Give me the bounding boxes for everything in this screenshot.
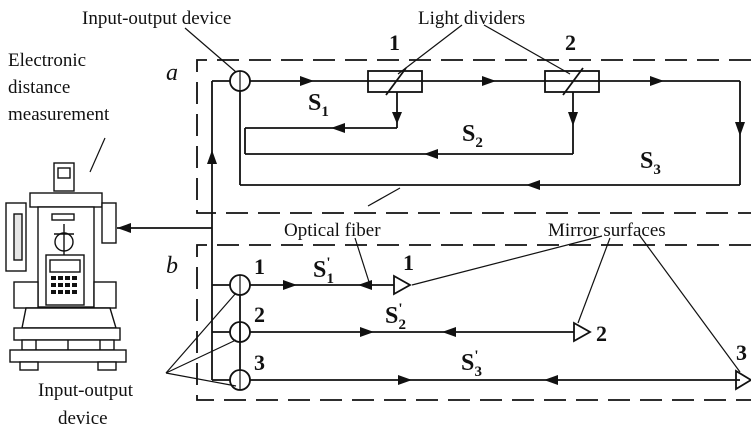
divider-1-number: 1: [389, 30, 400, 55]
total-station-icon: [5, 162, 127, 371]
mirror-surfaces-label: Mirror surfaces: [548, 220, 666, 241]
io-port-b-2-number: 2: [254, 302, 265, 327]
optical-fiber-label: Optical fiber: [284, 220, 381, 241]
divider-2-number: 2: [565, 30, 576, 55]
panel-b-letter: b: [166, 253, 178, 279]
panel-a-letter: a: [166, 60, 178, 86]
path-a-s3: S3: [640, 148, 661, 178]
mirror-2-number: 2: [596, 321, 607, 346]
light-dividers-label: Light dividers: [418, 8, 525, 29]
mirror-icon: [573, 321, 592, 343]
io-port-b-1-number: 1: [254, 254, 265, 279]
panel-a-paths: [207, 76, 745, 228]
io-device-top-label: Input-output device: [82, 8, 231, 29]
panel-b-enclosure: [196, 244, 751, 401]
mirror-icon: [393, 274, 412, 296]
mirror-icon: [735, 369, 751, 391]
mirror-3-number: 3: [736, 340, 747, 365]
edm-label-line3: measurement: [8, 104, 110, 125]
edm-label-line1: Electronic: [8, 50, 86, 71]
edm-label-line2: distance: [8, 77, 70, 98]
panel-a-enclosure: [196, 59, 751, 214]
panel-b-paths: [212, 280, 740, 385]
path-a-s2: S2: [462, 121, 483, 151]
mirror-1-number: 1: [403, 250, 414, 275]
edm-link: [117, 223, 213, 380]
io-port-b-3-number: 3: [254, 350, 265, 375]
io-device-bottom-line2: device: [58, 408, 108, 429]
beam-splitter-icon: [367, 67, 423, 96]
beam-splitter-icon: [544, 67, 600, 96]
io-device-bottom-line1: Input-output: [38, 380, 134, 401]
path-b-s3: S'3: [461, 348, 482, 380]
path-a-s1: S1: [308, 90, 329, 120]
path-b-s1: S'1: [313, 255, 334, 287]
path-b-s2: S'2: [385, 301, 406, 333]
